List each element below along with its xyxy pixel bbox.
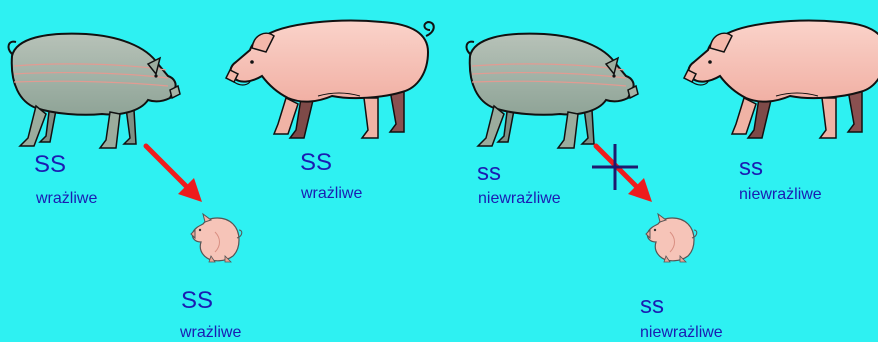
boar-right-phenotype: niewrażliwe <box>739 186 822 204</box>
boar-right-genotype: ss <box>739 155 763 181</box>
boar-left-phenotype: wrażliwe <box>301 185 362 203</box>
sow-left-phenotype: wrażliwe <box>36 190 97 208</box>
offspring-left-genotype: SS <box>181 288 213 314</box>
boar-left <box>222 12 437 147</box>
sow-right <box>464 24 639 149</box>
offspring-right-genotype: ss <box>640 293 664 319</box>
boar-right <box>680 12 878 147</box>
boar-left-genotype: SS <box>300 150 332 176</box>
cross-mark-icon <box>590 142 640 192</box>
sow-right-phenotype: niewrażliwe <box>478 190 561 208</box>
offspring-right-phenotype: niewrażliwe <box>640 324 723 342</box>
sow-right-genotype: ss <box>477 160 501 186</box>
sow-left <box>6 24 181 149</box>
piglet-left <box>185 212 245 262</box>
arrow-icon <box>140 140 210 210</box>
piglet-right <box>640 212 700 262</box>
offspring-left-phenotype: wrażliwe <box>180 324 241 342</box>
sow-left-genotype: SS <box>34 152 66 178</box>
